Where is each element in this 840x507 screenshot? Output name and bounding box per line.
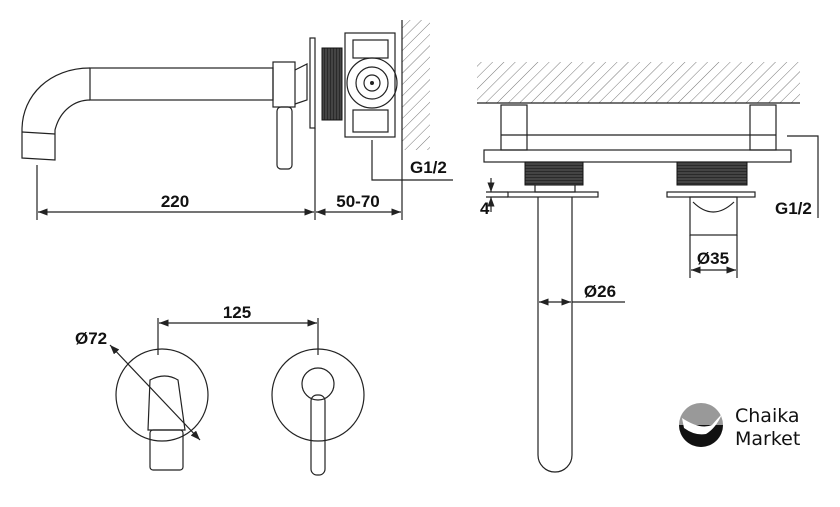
mount-plate [483, 149, 792, 163]
ceiling-hatch [477, 62, 800, 103]
front-view: Ø72 125 [75, 303, 365, 476]
spout-length-label: 220 [161, 192, 189, 211]
cartridge [689, 196, 738, 236]
wall-depth-label: 50-70 [336, 192, 379, 211]
gull-icon [682, 414, 722, 435]
logo-line1: Chaika [735, 405, 800, 427]
thread-label-side: G1/2 [410, 158, 447, 177]
front-lever [310, 394, 326, 476]
spout-vertical [537, 197, 573, 473]
cartridge-diameter-label: Ø35 [697, 249, 729, 268]
top-view: Ø35 Ø26 4 G1/2 [477, 62, 819, 473]
fitting [272, 61, 296, 108]
spout-plate [115, 348, 209, 442]
spout-tube [89, 67, 274, 101]
lever-flange [666, 191, 756, 198]
spout-flange [507, 191, 599, 198]
center-distance-label: 125 [223, 303, 251, 322]
plate-diameter-label: Ø72 [75, 329, 107, 348]
plate-thickness-label: 4 [480, 199, 490, 218]
valve-body [344, 32, 396, 138]
lever [276, 106, 293, 170]
spout-curve [21, 67, 91, 161]
thread-label-top: G1/2 [775, 199, 812, 218]
wall-hatch [402, 20, 430, 150]
logo-line2: Market [735, 428, 800, 450]
thread-block [321, 47, 343, 121]
chaika-market-logo: Chaika Market [679, 403, 800, 450]
wall-plate [309, 37, 316, 129]
spout-diameter-label: Ø26 [584, 282, 616, 301]
side-view: G1/2 220 50-70 [21, 20, 453, 220]
